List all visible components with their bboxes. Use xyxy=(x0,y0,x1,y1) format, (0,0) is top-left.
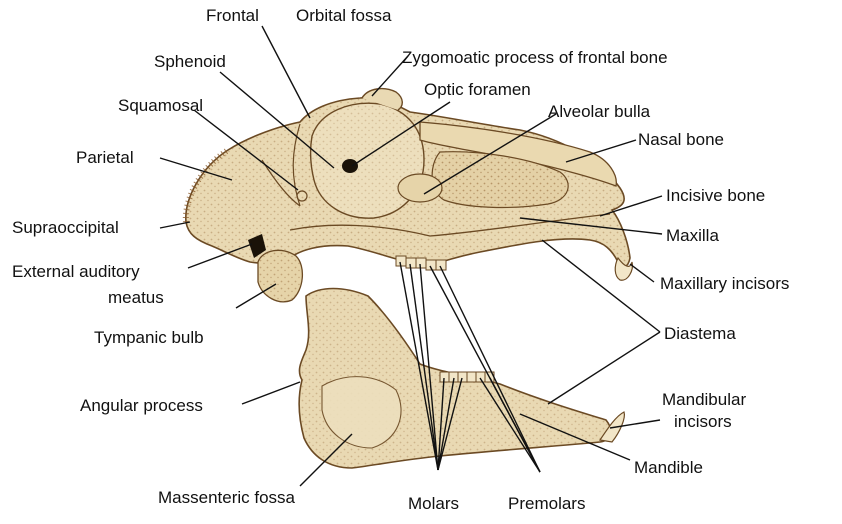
label-massenteric-fossa: Massenteric fossa xyxy=(158,488,295,507)
label-incisors: incisors xyxy=(674,412,732,431)
label-tympanic-bulb: Tympanic bulb xyxy=(94,328,204,347)
label-zygomatic-process: Zygomoatic process of frontal bone xyxy=(402,48,668,67)
label-sphenoid: Sphenoid xyxy=(154,52,226,71)
label-maxilla: Maxilla xyxy=(666,226,719,245)
label-molars: Molars xyxy=(408,494,459,513)
label-diastema: Diastema xyxy=(664,324,736,343)
label-mandibular: Mandibular xyxy=(662,390,746,409)
label-nasal-bone: Nasal bone xyxy=(638,130,724,149)
label-optic-foramen: Optic foramen xyxy=(424,80,531,99)
label-frontal: Frontal xyxy=(206,6,259,25)
label-alveolar-bulla: Alveolar bulla xyxy=(548,102,650,121)
label-parietal: Parietal xyxy=(76,148,134,167)
label-incisive-bone: Incisive bone xyxy=(666,186,765,205)
label-orbital-fossa: Orbital fossa xyxy=(296,6,391,25)
label-external-auditory: External auditory xyxy=(12,262,140,281)
alveolar-bulla xyxy=(398,174,442,202)
label-premolars: Premolars xyxy=(508,494,585,513)
label-angular-process: Angular process xyxy=(80,396,203,415)
label-meatus: meatus xyxy=(108,288,164,307)
optic-foramen xyxy=(342,159,358,173)
label-maxillary-incisors: Maxillary incisors xyxy=(660,274,789,293)
label-supraoccipital: Supraoccipital xyxy=(12,218,119,237)
label-squamosal: Squamosal xyxy=(118,96,203,115)
lower-teeth xyxy=(440,372,494,382)
label-mandible: Mandible xyxy=(634,458,703,477)
